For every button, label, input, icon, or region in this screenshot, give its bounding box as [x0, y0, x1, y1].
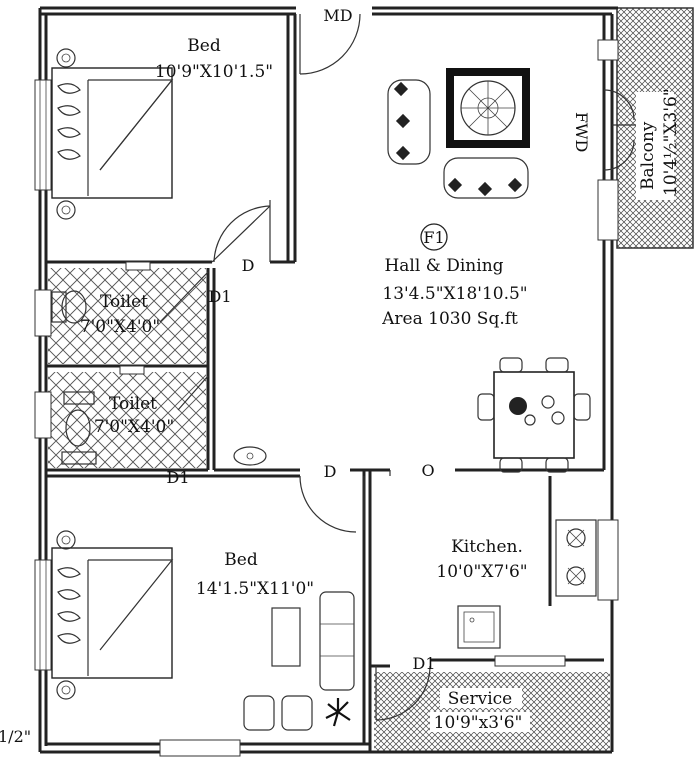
toilet-1-floor — [48, 268, 206, 364]
bed-2-name: Bed — [224, 550, 258, 570]
service-name: Service — [448, 689, 512, 709]
hall-name: Hall & Dining — [384, 256, 503, 276]
hall-area: Area 1030 Sq.ft — [381, 309, 518, 329]
bed-1-name: Bed — [187, 36, 221, 56]
edge-fragment: 1/2" — [0, 727, 31, 746]
toilet-1-door-label: D1 — [208, 287, 231, 306]
windows — [34, 39, 619, 757]
kitchen-fixtures — [457, 519, 597, 649]
bed-2-size: 14'1.5"X11'0" — [196, 579, 314, 599]
toilet-2-door-label: D1 — [166, 468, 189, 487]
hall-furniture — [387, 68, 591, 473]
toilet-1-size: 7'0"X4'0" — [80, 317, 160, 337]
bed-1-size: 10'9"X10'1.5" — [155, 62, 273, 82]
hall-size: 13'4.5"X18'10.5" — [382, 284, 527, 304]
service-size: 10'9"x3'6" — [434, 713, 523, 733]
toilet-2-size: 7'0"X4'0" — [94, 417, 174, 437]
floor-tag-circle — [420, 223, 448, 251]
toilet-2-name: Toilet — [109, 394, 157, 414]
balcony-door-label: FWD — [572, 112, 591, 152]
door-swings — [159, 13, 636, 721]
kitchen-name: Kitchen. — [451, 537, 523, 557]
balcony-name: Balcony — [638, 121, 658, 190]
service-door-label: D1 — [412, 654, 435, 673]
service-label-bg — [430, 688, 530, 732]
bed-1-furniture — [51, 48, 174, 220]
toilet-1-name: Toilet — [100, 292, 148, 312]
kitchen-opening-label: O — [421, 461, 434, 480]
toilet-fixtures — [51, 290, 267, 466]
bed-2-door-label: D — [324, 462, 337, 481]
bed-2-furniture — [51, 530, 355, 731]
balcony-size: 10'4½"X3'6" — [661, 88, 681, 196]
balcony-area — [616, 7, 694, 249]
floor-tag: F1 — [423, 228, 444, 247]
bed-1-door-label: D — [242, 256, 255, 275]
kitchen-size: 10'0"X7'6" — [436, 562, 527, 582]
main-door-label: MD — [323, 6, 352, 25]
